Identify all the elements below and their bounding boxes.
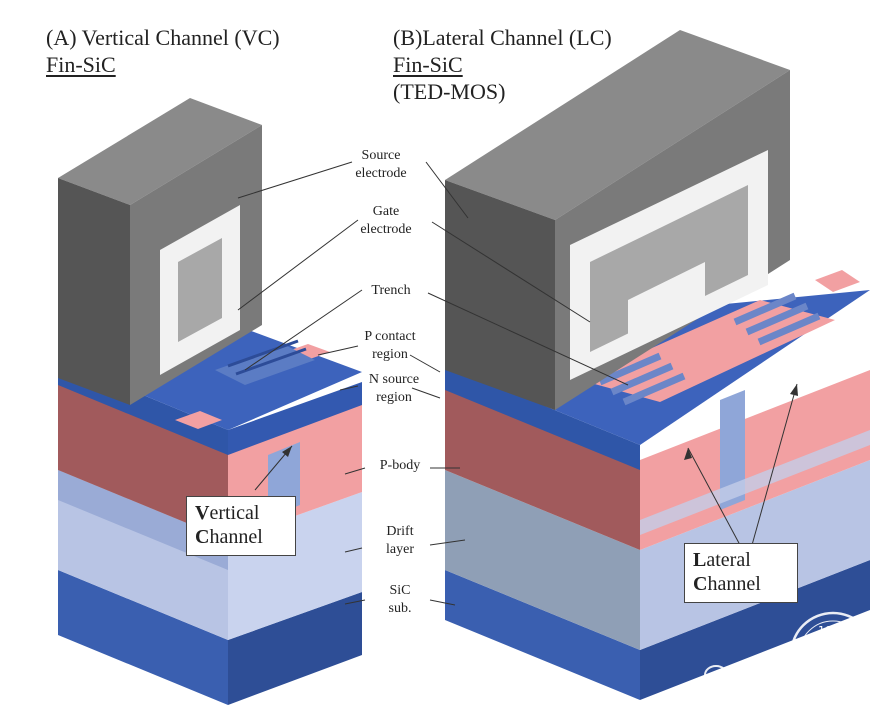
lc-gate-inner [628,262,705,338]
lc-electrode-front [445,180,555,410]
lc-arrowhead-2 [790,384,798,396]
label-drift-layer: Drift layer [386,524,414,557]
label-sic-sub: SiC sub. [388,583,412,616]
label-n-source: N source region [368,372,420,405]
wechat-icon [704,665,735,690]
lateral-channel-callout: Lateral Channel [684,543,798,603]
vc-gate-electrode [178,238,222,342]
leader-lines [237,161,798,606]
watermark-seal [789,611,877,699]
vc-title-line1: (A) Vertical Channel (VC) [46,25,280,50]
label-source-electrode: Source electrode [355,148,407,181]
lc-pcontact-corner [815,270,860,292]
vc-drift-front-dark [58,470,228,570]
lc-lateral-channel [720,390,745,510]
watermark-seal-bottom: UYCXX.COM [804,666,859,676]
lc-title-line3: (TED-MOS) [393,79,506,104]
vc-title-line2: Fin-SiC [46,52,116,77]
vc-electrode-front [58,178,130,405]
lc-arrowhead-1 [684,448,692,460]
lc-title-line1: (B)Lateral Channel (LC) [393,25,612,50]
vc-pbody-front [58,380,228,540]
vc-device [58,98,362,705]
label-trench: Trench [371,283,411,298]
watermark-text: 咸鱼说芯片 [732,669,817,689]
lc-title: (B)Lateral Channel (LC) Fin-SiC (TED-MOS… [393,24,612,105]
watermark-seal-mid: 苍宇辰芯 [808,648,852,661]
watermark-seal-top: 100% [818,624,850,637]
label-p-contact: P contact region [364,329,416,362]
lc-electrode-top [445,30,790,220]
lc-device [445,30,870,700]
lc-pbody-front [445,380,640,550]
vc-electrode-top [58,98,262,205]
lc-substrate-side [640,560,870,700]
vertical-channel-callout: Vertical Channel [186,496,296,556]
lc-drift-front [445,470,640,650]
lc-channel-stripe [640,430,870,535]
vc-arrowhead [282,446,292,457]
lc-nsource-front [445,365,640,470]
lc-title-line2: Fin-SiC [393,52,463,77]
lc-substrate-front [445,570,640,700]
lc-trench-fins [598,292,821,406]
vc-nsource-side [228,382,362,455]
vc-substrate-front [58,570,228,705]
vc-pcontact-2 [175,411,222,429]
vc-substrate-side [228,592,362,705]
label-gate-electrode: Gate electrode [360,204,412,237]
label-p-body: P-body [379,458,421,473]
vc-title: (A) Vertical Channel (VC) Fin-SiC [46,24,280,78]
